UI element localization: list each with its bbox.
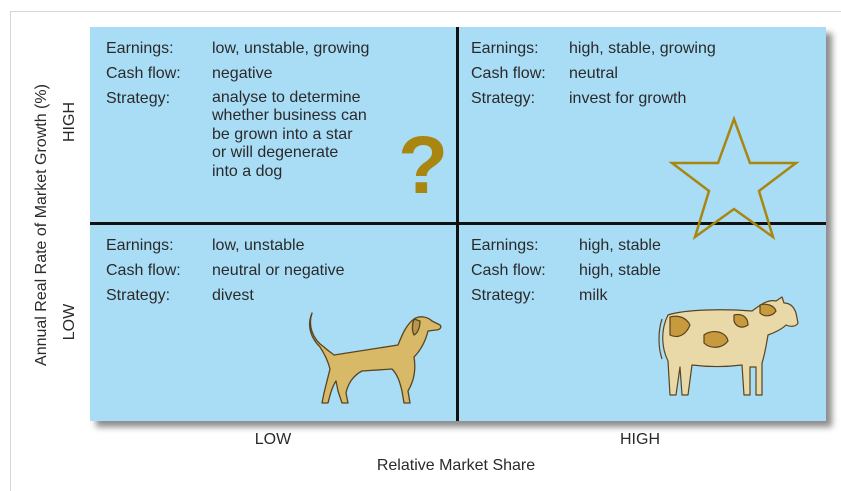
earnings-label: Earnings: — [471, 237, 539, 254]
strategy-label: Strategy: — [106, 90, 171, 107]
earnings-value: low, unstable, growing — [212, 40, 370, 57]
earnings-row: Earnings: high, stable — [471, 236, 811, 261]
frame-top-border — [10, 11, 841, 12]
strategy-value: milk — [579, 287, 608, 304]
earnings-row: Earnings: low, unstable, growing — [106, 39, 446, 64]
horizontal-divider — [90, 222, 826, 225]
strategy-line: be grown into a star — [212, 125, 353, 143]
y-axis-title: Annual Real Rate of Market Growth (%) — [33, 84, 50, 366]
cow-icon — [658, 296, 799, 396]
strategy-row: Strategy: milk — [471, 286, 811, 311]
cashflow-value: negative — [212, 65, 273, 82]
cashflow-label: Cash flow: — [106, 262, 181, 279]
cashflow-row: Cash flow: neutral — [471, 64, 811, 89]
strategy-line: into a dog — [212, 162, 283, 180]
earnings-value: high, stable — [579, 237, 661, 254]
strategy-label: Strategy: — [106, 287, 171, 304]
quadrant-dog: Earnings: low, unstable Cash flow: neutr… — [106, 236, 446, 311]
cashflow-label: Cash flow: — [471, 65, 546, 82]
cashflow-row: Cash flow: neutral or negative — [106, 261, 446, 286]
earnings-value: high, stable, growing — [569, 40, 716, 57]
earnings-label: Earnings: — [471, 40, 539, 57]
earnings-value: low, unstable — [212, 237, 305, 254]
cashflow-value: high, stable — [579, 262, 661, 279]
x-axis-low-label: LOW — [254, 431, 292, 448]
question-mark-icon: ? — [398, 120, 449, 211]
strategy-line: or will degenerate — [212, 144, 339, 162]
earnings-row: Earnings: low, unstable — [106, 236, 446, 261]
cashflow-row: Cash flow: high, stable — [471, 261, 811, 286]
strategy-label: Strategy: — [471, 90, 536, 107]
strategy-line: analyse to determine — [212, 89, 361, 106]
x-axis-title: Relative Market Share — [376, 457, 536, 474]
bcg-matrix-grid: Earnings: low, unstable, growing Cash fl… — [90, 27, 826, 421]
star-icon — [668, 115, 800, 241]
frame-left-border — [10, 11, 11, 491]
cashflow-value: neutral — [569, 65, 618, 82]
quadrant-star: Earnings: high, stable, growing Cash flo… — [471, 39, 811, 114]
dog-icon — [308, 312, 442, 404]
earnings-row: Earnings: high, stable, growing — [471, 39, 811, 64]
strategy-value: invest for growth — [569, 90, 687, 107]
earnings-label: Earnings: — [106, 237, 174, 254]
strategy-value: divest — [212, 287, 254, 304]
strategy-row: Strategy: analyse to determine whether b… — [106, 89, 446, 180]
quadrant-cash-cow: Earnings: high, stable Cash flow: high, … — [471, 236, 811, 311]
cashflow-row: Cash flow: negative — [106, 64, 446, 89]
cashflow-label: Cash flow: — [106, 65, 181, 82]
x-axis-high-label: HIGH — [620, 431, 660, 448]
strategy-value: analyse to determine whether business ca… — [212, 89, 402, 181]
y-axis-low-label: LOW — [61, 303, 78, 341]
strategy-row: Strategy: invest for growth — [471, 89, 811, 114]
strategy-label: Strategy: — [471, 287, 536, 304]
quadrant-question-mark: Earnings: low, unstable, growing Cash fl… — [106, 39, 446, 180]
y-axis-high-label: HIGH — [61, 102, 78, 142]
earnings-label: Earnings: — [106, 40, 174, 57]
cashflow-label: Cash flow: — [471, 262, 546, 279]
cashflow-value: neutral or negative — [212, 262, 345, 279]
strategy-line: whether business can — [212, 107, 367, 125]
strategy-row: Strategy: divest — [106, 286, 446, 311]
